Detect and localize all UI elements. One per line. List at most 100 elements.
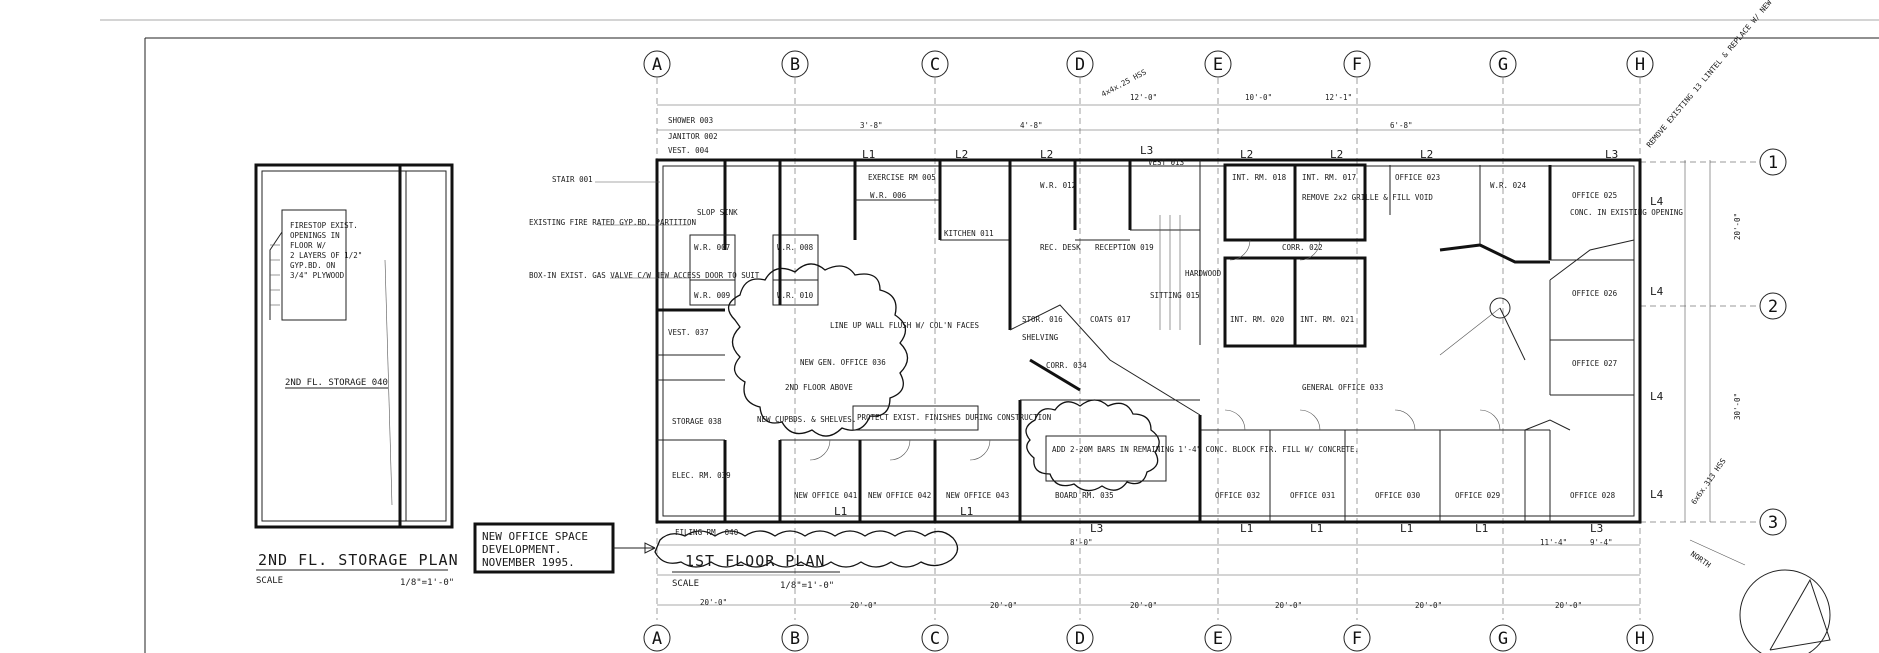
lintel-tag: L1 — [1240, 522, 1253, 535]
room-office-028: OFFICE 028 — [1570, 491, 1616, 500]
second-floor-storage-plan: FIRESTOP EXIST. OPENINGS IN FLOOR W/ 2 L… — [254, 163, 454, 529]
dim-d1: 3'-8" — [860, 121, 883, 130]
existing-column-marker — [1489, 297, 1511, 319]
room-corr-022: CORR. 022 — [1282, 243, 1323, 252]
grid-label-A: A — [652, 629, 662, 649]
grid-bubble-E-bottom: E — [1204, 624, 1232, 652]
project-title-line2: DEVELOPMENT. — [482, 543, 561, 556]
lintel-tag: L2 — [955, 148, 968, 161]
dimension-labels: 20'-0" 20'-0" 20'-0" 20'-0" 20'-0" 20'-0… — [700, 93, 1742, 610]
dim-d9: 8'-0" — [1070, 538, 1093, 547]
room-wr-024: W.R. 024 — [1490, 181, 1527, 190]
dim-bay-ef: 20'-0" — [1275, 601, 1302, 610]
dim-d5: 12'-1" — [1325, 93, 1352, 102]
room-storage-038: STORAGE 038 — [672, 417, 722, 426]
lintel-tag: L2 — [1240, 148, 1253, 161]
grid-row-bubble-2: 2 — [1759, 292, 1787, 320]
note-conc-in: CONC. IN EXISTING OPENING — [1570, 208, 1683, 217]
lintel-tag: L4 — [1650, 390, 1664, 403]
grid-bubble-D-bottom: D — [1066, 624, 1094, 652]
note-hardwood: HARDWOOD — [1185, 269, 1222, 278]
grid-row-label-1: 1 — [1768, 153, 1778, 173]
room-rec-desk: REC. DESK — [1040, 243, 1081, 252]
grid-label-B: B — [790, 55, 800, 75]
dim-right-bottom: 30'-0" — [1733, 393, 1742, 420]
room-office-027: OFFICE 027 — [1572, 359, 1617, 368]
note-protect: PROTECT EXIST. FINISHES DURING CONSTRUCT… — [857, 413, 1051, 422]
dim-bay-de: 20'-0" — [1130, 601, 1157, 610]
firestop-note-box — [281, 209, 347, 321]
room-coats: COATS 017 — [1090, 315, 1131, 324]
lintel-tag: L4 — [1650, 195, 1664, 208]
grid-label-E: E — [1213, 55, 1223, 75]
note-slop-sink: SLOP SINK — [697, 208, 738, 217]
storage-outline — [254, 163, 454, 529]
grid-bubble-C-top: C — [921, 50, 949, 78]
room-int-020: INT. RM. 020 — [1230, 315, 1285, 324]
grid-label-D: D — [1075, 629, 1085, 649]
dim-d7: 11'-4" — [1540, 538, 1567, 547]
grid-bubble-B-top: B — [781, 50, 809, 78]
project-title-line3: NOVEMBER 1995. — [482, 556, 575, 569]
lintel-tag: L2 — [1330, 148, 1343, 161]
stair-icon — [269, 231, 283, 320]
room-elec: ELEC. RM. 039 — [672, 471, 731, 480]
room-wr-009: W.R. 009 — [694, 291, 730, 300]
grid-label-E: E — [1213, 629, 1223, 649]
grid-row-label-3: 3 — [1768, 513, 1778, 533]
room-reception: RECEPTION 019 — [1095, 243, 1154, 252]
lintel-tag: L4 — [1650, 285, 1664, 298]
grid-label-D: D — [1075, 55, 1085, 75]
room-janitor: JANITOR 002 — [668, 132, 718, 141]
project-title-box: NEW OFFICE SPACE DEVELOPMENT. NOVEMBER 1… — [473, 522, 656, 574]
note-remove-grille: REMOVE 2x2 GRILLE & FILL VOID — [1302, 193, 1433, 202]
room-office-026: OFFICE 026 — [1572, 289, 1618, 298]
grid-bubble-A-bottom: A — [643, 624, 671, 652]
room-wr-010: W.R. 010 — [777, 291, 814, 300]
protect-note-box — [852, 405, 979, 431]
dim-d2: 4'-8" — [1020, 121, 1043, 130]
first-floor-plan-title: 1ST FLOOR PLAN — [685, 552, 825, 570]
grid-rows: 1 2 3 — [1640, 148, 1787, 536]
grid-label-B: B — [790, 629, 800, 649]
grid-bubble-B-bottom: B — [781, 624, 809, 652]
lintel-tag: L3 — [1090, 522, 1103, 535]
room-new-office-041: NEW OFFICE 041 — [794, 491, 857, 500]
dim-d6: 6'-8" — [1390, 121, 1413, 130]
room-wr-007: W.R. 007 — [694, 243, 730, 252]
room-kitchen: KITCHEN 011 — [944, 229, 994, 238]
note-hss-right: 6x6x.313 HSS — [1689, 456, 1728, 506]
lintel-tag: L3 — [1590, 522, 1603, 535]
grid-label-C: C — [930, 629, 940, 649]
note-floor-above: 2ND FLOOR ABOVE — [785, 383, 853, 392]
revision-cloud-bottom — [654, 530, 959, 568]
lintel-tag: L3 — [1605, 148, 1618, 161]
grid-bubble-F-bottom: F — [1343, 624, 1371, 652]
room-vest-004: VEST. 004 — [668, 146, 709, 155]
room-office-032: OFFICE 032 — [1215, 491, 1260, 500]
room-vest-013: VEST 013 — [1148, 158, 1184, 167]
grid-label-F: F — [1352, 55, 1362, 75]
dim-d3: 12'-0" — [1130, 93, 1157, 102]
lintel-tag: L2 — [1420, 148, 1433, 161]
grid-label-H: H — [1635, 55, 1645, 75]
room-office-031: OFFICE 031 — [1290, 491, 1335, 500]
room-new-gen-office: NEW GEN. OFFICE 036 — [800, 358, 886, 367]
dim-bay-bc: 20'-0" — [850, 601, 877, 610]
room-office-030: OFFICE 030 — [1375, 491, 1421, 500]
lintel-tag: L1 — [1310, 522, 1323, 535]
lintel-tag: L1 — [862, 148, 875, 161]
room-exercise: EXERCISE RM 005 — [868, 173, 936, 182]
room-general-office: GENERAL OFFICE 033 — [1302, 383, 1383, 392]
note-box-in: BOX-IN EXIST. GAS VALVE C/W NEW ACCESS D… — [529, 271, 760, 280]
grid-row-bubble-3: 3 — [1759, 508, 1787, 536]
dim-bay-cd: 20'-0" — [990, 601, 1017, 610]
grid-label-G: G — [1498, 629, 1508, 649]
room-office-023: OFFICE 023 — [1395, 173, 1440, 182]
dim-right-top: 20'-0" — [1733, 213, 1742, 240]
room-new-office-043: NEW OFFICE 043 — [946, 491, 1009, 500]
room-filing: FILING RM. 040 — [675, 528, 739, 537]
grid-label-C: C — [930, 55, 940, 75]
